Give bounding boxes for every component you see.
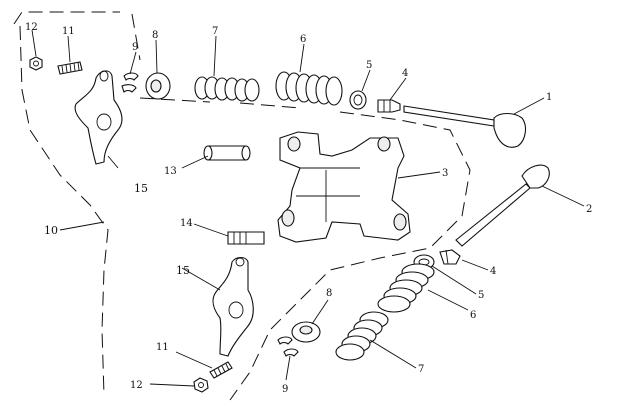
callout-2: 2 (586, 204, 592, 215)
valve-intake (403, 105, 527, 148)
outer-spring-top (275, 71, 343, 106)
valve-keepers-bottom (277, 336, 299, 357)
rocker-bracket (277, 131, 411, 243)
callout-7-bottom: 7 (418, 364, 424, 375)
outer-spring-bottom (377, 263, 435, 313)
inner-spring-top (194, 76, 260, 102)
callout-8-top: 8 (152, 30, 158, 41)
valve-exhaust (455, 164, 550, 247)
group-boundary (13, 11, 471, 401)
callout-14: 14 (180, 218, 193, 229)
nut-bottom (193, 377, 209, 393)
callout-7-top: 7 (212, 26, 218, 37)
rocker-arm-top (74, 70, 123, 165)
callout-11-bottom: 11 (156, 342, 169, 353)
callout-12-bottom: 12 (130, 380, 143, 391)
valve-seal-bottom (439, 249, 461, 265)
callout-11-top: 11 (62, 26, 75, 37)
inner-spring-bottom (335, 311, 389, 361)
callout-15-bottom: 15 (176, 264, 190, 277)
nut-top (29, 56, 43, 71)
bracket-bolt (227, 231, 265, 245)
callout-6-top: 6 (300, 34, 306, 45)
callout-12-top: 12 (25, 22, 38, 33)
callout-9-bottom: 9 (282, 384, 288, 395)
adjusting-screw-bottom (209, 361, 233, 379)
callout-4-top: 4 (402, 68, 408, 79)
valve-seal-top (377, 99, 401, 113)
callout-9-top: 9 (132, 42, 138, 53)
spring-seat-top (349, 90, 367, 110)
callout-5-top: 5 (366, 60, 372, 71)
callout-1: 1 (546, 92, 552, 103)
callout-5-bottom: 5 (478, 290, 484, 301)
callout-15-top: 15 (134, 182, 148, 195)
callout-10: 10 (44, 224, 58, 237)
spring-retainer-top (145, 72, 171, 100)
rocker-arm-bottom (212, 256, 254, 357)
callout-8-bottom: 8 (326, 288, 332, 299)
callout-4-bottom: 4 (490, 266, 496, 277)
valve-keepers-top (121, 72, 139, 94)
callout-13: 13 (164, 166, 177, 177)
spring-retainer-bottom (291, 321, 321, 343)
leader-lines (31, 29, 585, 387)
dowel-pin (203, 145, 251, 161)
callout-6-bottom: 6 (470, 310, 476, 321)
callout-3: 3 (442, 168, 448, 179)
adjusting-screw-top (57, 61, 83, 75)
